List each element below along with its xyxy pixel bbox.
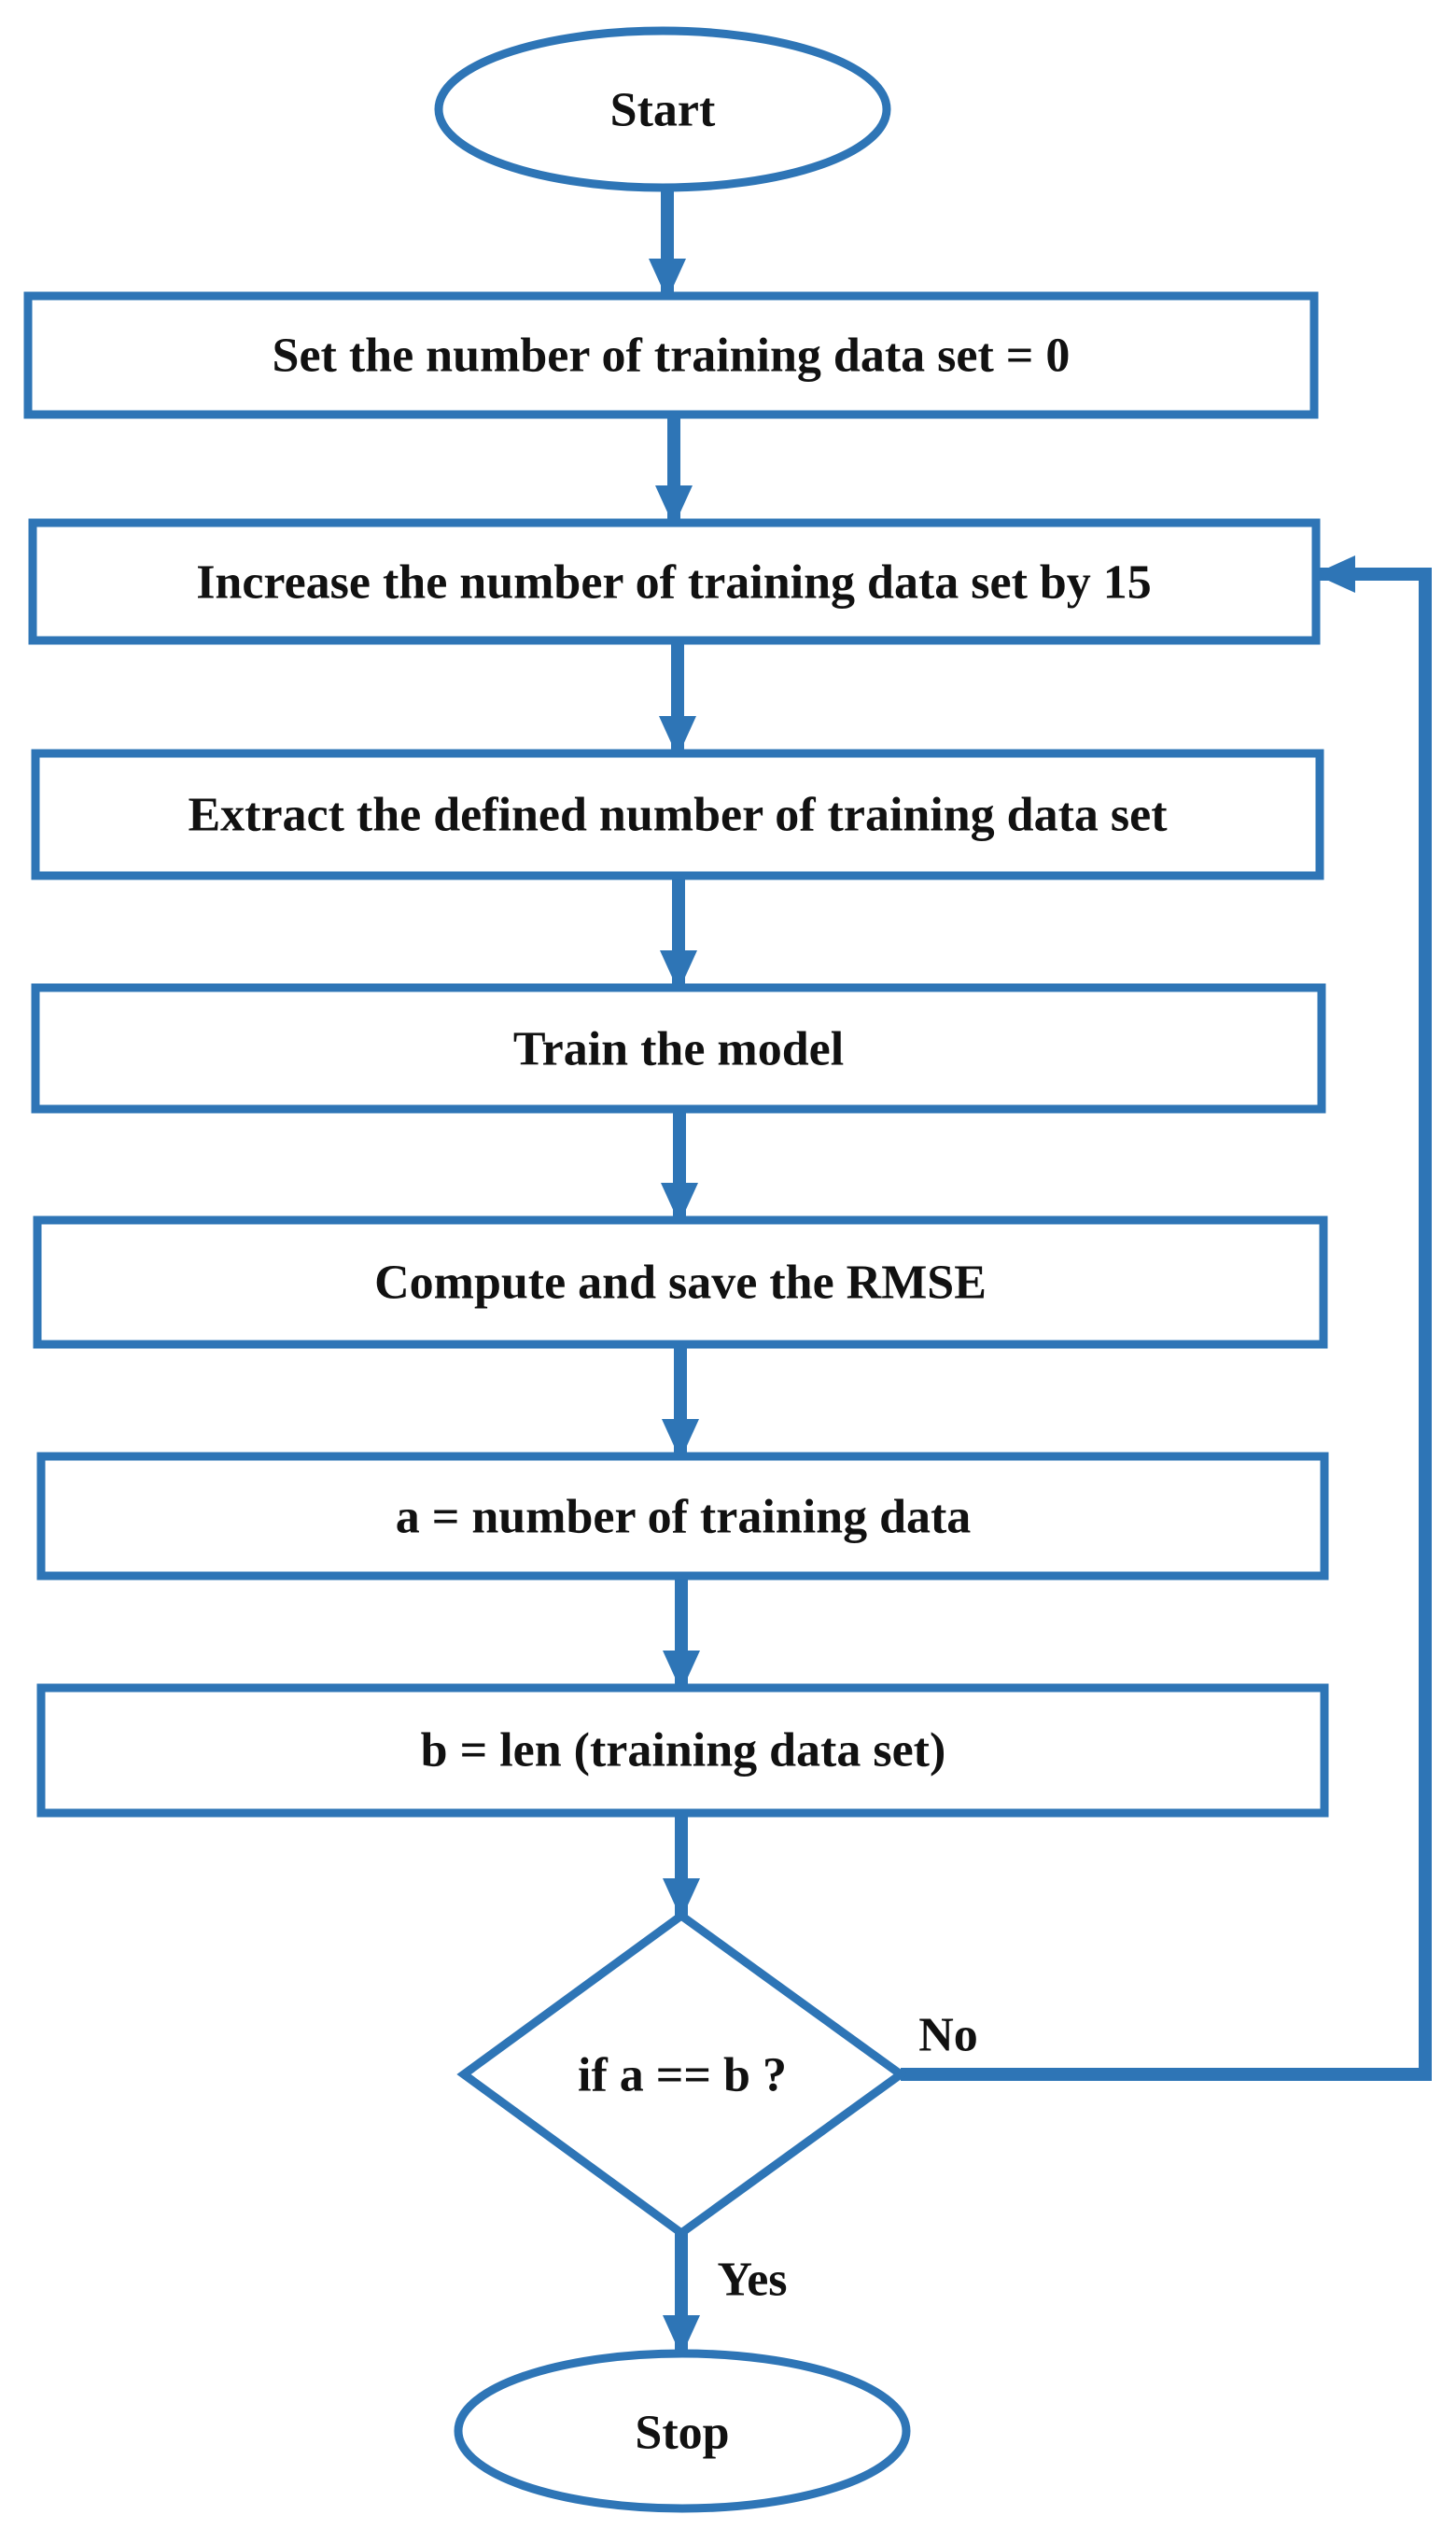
node-decision: if a == b ? — [456, 1910, 908, 2239]
train-label: Train the model — [513, 1023, 844, 1076]
edge-decision-no-to-increase — [901, 555, 1432, 2081]
set-label: Set the number of training data set = 0 — [273, 330, 1071, 383]
node-compute-rmse: Compute and save the RMSE — [33, 1215, 1328, 1349]
set-process-box — [23, 291, 1319, 419]
increase-process-box — [28, 518, 1321, 645]
assign-b-process-box — [36, 1683, 1329, 1818]
train-process-box — [31, 983, 1326, 1114]
assign-a-label: a = number of training data — [396, 1491, 972, 1544]
node-train-model: Train the model — [31, 983, 1326, 1114]
decision-label: if a == b ? — [578, 2049, 787, 2102]
node-extract-training-data: Extract the defined number of training d… — [31, 749, 1324, 880]
node-assign-b: b = len (training data set) — [36, 1683, 1329, 1818]
edges — [649, 191, 1432, 2356]
stop-terminal-shape — [454, 2349, 911, 2513]
extract-label: Extract the defined number of training d… — [188, 789, 1168, 842]
yes-branch-label: Yes — [717, 2254, 787, 2307]
start-terminal-shape — [434, 26, 891, 192]
no-branch-label: No — [918, 2009, 978, 2062]
compute-process-box — [33, 1215, 1328, 1349]
start-label: Start — [610, 84, 716, 137]
node-increase-training-count: Increase the number of training data set… — [28, 518, 1321, 645]
assign-a-process-box — [36, 1452, 1329, 1581]
node-set-training-count: Set the number of training data set = 0 — [23, 291, 1319, 419]
decision-diamond — [456, 1910, 908, 2239]
assign-b-label: b = len (training data set) — [421, 1724, 946, 1777]
node-start: Start — [434, 26, 891, 192]
node-stop: Stop — [454, 2349, 911, 2513]
extract-process-box — [31, 749, 1324, 880]
stop-label: Stop — [635, 2407, 729, 2460]
increase-label: Increase the number of training data set… — [196, 556, 1152, 610]
compute-label: Compute and save the RMSE — [374, 1257, 987, 1310]
node-assign-a: a = number of training data — [36, 1452, 1329, 1581]
